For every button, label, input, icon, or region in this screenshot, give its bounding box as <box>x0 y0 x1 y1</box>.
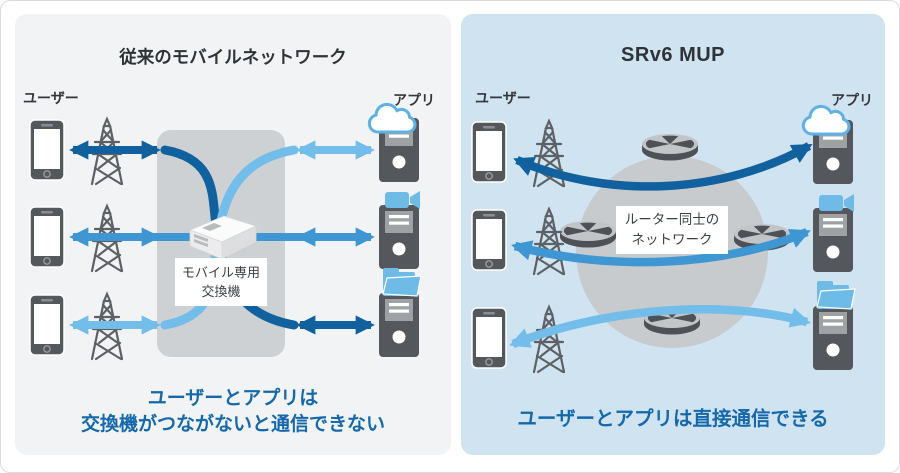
caption-line2: 交換機がつながないと通信できない <box>80 414 385 436</box>
panel-caption: ユーザーとアプリは 交換機がつながないと通信できない <box>15 386 451 438</box>
files-app-icon <box>816 280 856 310</box>
smartphone-icon <box>29 119 65 181</box>
panel-srv6-mup: SRv6 MUP ユーザー アプリ ルーター同士の ネットワーク ユーザーとアプ… <box>461 14 885 455</box>
transmission-tower-icon <box>532 207 566 276</box>
app-server-icon <box>813 208 853 272</box>
app-server-icon <box>813 306 853 370</box>
router-icon <box>642 134 698 161</box>
direct-path-arrow-dark <box>513 142 813 191</box>
app-label: アプリ <box>831 92 873 108</box>
network-label-line2: ネットワーク <box>631 232 713 247</box>
direct-path-arrow-light <box>509 305 811 348</box>
files-app-icon <box>382 267 422 297</box>
smartphone-icon <box>29 294 65 356</box>
user-label: ユーザー <box>23 90 79 106</box>
app-server-icon <box>379 205 419 269</box>
router-network-label-box: ルーター同士の ネットワーク <box>616 206 728 254</box>
cloud-app-icon <box>801 104 851 136</box>
panel-title: SRv6 MUP <box>620 44 726 66</box>
app-label: アプリ <box>393 92 435 108</box>
smartphone-icon <box>471 307 507 369</box>
direct-path-arrow-medium <box>511 228 811 267</box>
panel-traditional-network: 従来のモバイルネットワーク ユーザー アプリ モバイル専用 交換機 ユーザーとア… <box>15 14 451 455</box>
app-server-icon <box>379 293 419 357</box>
smartphone-icon <box>471 121 507 183</box>
panel-title: 従来のモバイルネットワーク <box>119 47 347 67</box>
user-label: ユーザー <box>475 90 531 106</box>
switch-label-box: モバイル専用 交換機 <box>175 258 267 306</box>
network-label-line1: ルーター同士の <box>624 211 720 227</box>
transmission-tower-icon <box>532 305 566 374</box>
switch-label-line1: モバイル専用 <box>181 264 260 280</box>
router-icon <box>560 221 616 248</box>
smartphone-icon <box>471 209 507 271</box>
smartphone-icon <box>29 206 65 268</box>
switch-label-line2: 交換機 <box>201 284 241 299</box>
caption-line1: ユーザーとアプリは <box>147 388 319 409</box>
panel-caption: ユーザーとアプリは直接通信できる <box>517 408 829 430</box>
